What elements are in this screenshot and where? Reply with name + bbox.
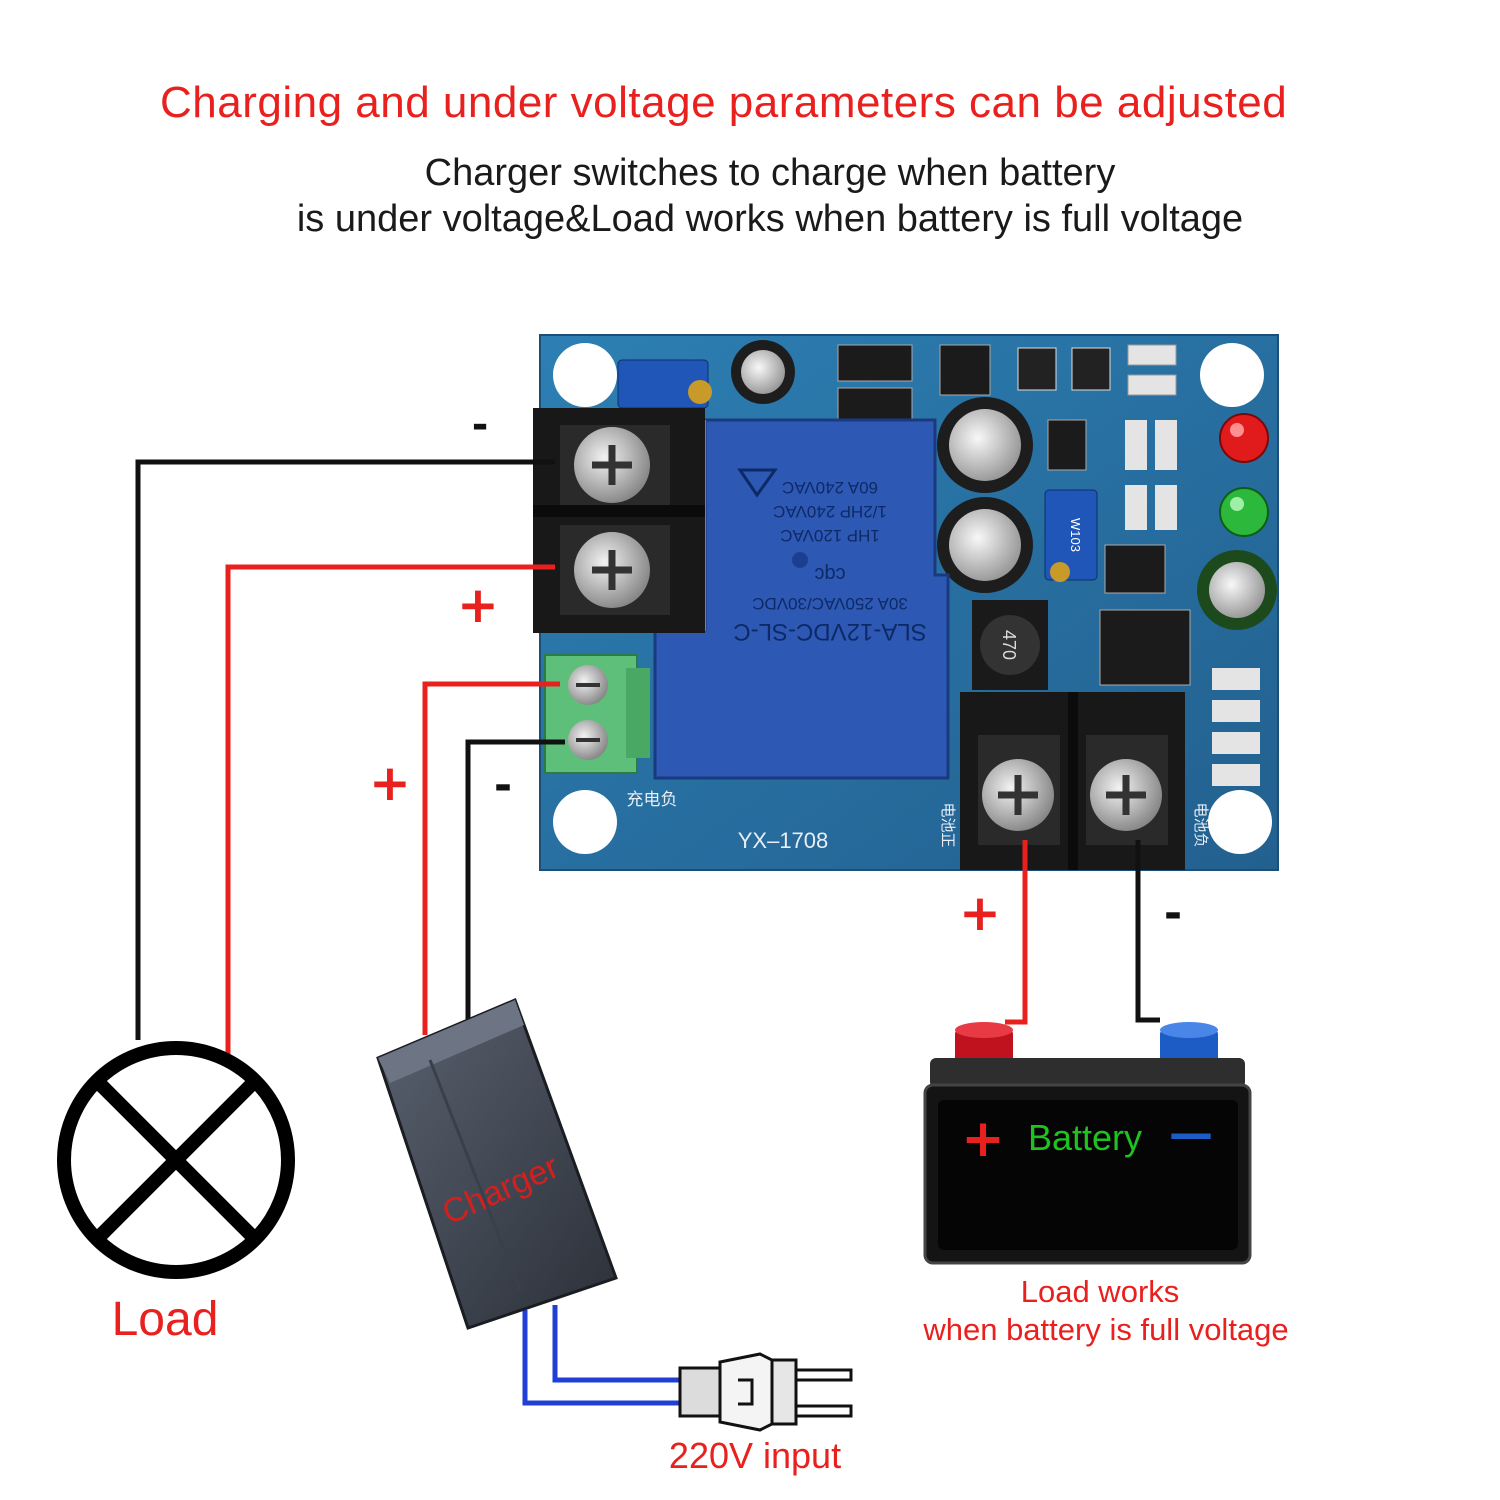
load-plus-sign: + [457, 576, 499, 634]
mount-hole [553, 343, 617, 407]
relay-rating-4: 60A 240VAC [782, 478, 878, 497]
wire-battery-positive [1005, 840, 1028, 1025]
plug-icon [678, 1352, 853, 1432]
smd-resistor [1212, 700, 1260, 722]
charger-terminal-block [544, 654, 650, 774]
pot-label: W103 [1068, 518, 1083, 552]
led-green-icon [1219, 487, 1269, 537]
battery-negative-label: 电池负 [1192, 802, 1209, 847]
diode-chip [837, 344, 913, 382]
wire-battery-negative [1135, 840, 1160, 1023]
relay-cert: cqc [814, 563, 845, 585]
smd-resistor [1125, 485, 1147, 530]
relay-rating-3: 1/2HP 240VAC [773, 502, 887, 521]
battery-minus-sign: — [1169, 1108, 1213, 1159]
wire-ac-1 [522, 1310, 690, 1406]
trim-potentiometer [1044, 489, 1098, 581]
relay-rating-2: 1HP 120VAC [780, 526, 880, 545]
load-minus-sign: - [472, 402, 489, 448]
charger-minus-sign: - [494, 760, 512, 811]
ic-chip [1104, 544, 1166, 594]
smd-resistor [1212, 668, 1260, 690]
smd-resistor [1212, 764, 1260, 786]
smd-resistor [1127, 344, 1177, 366]
wire-ac-2 [552, 1305, 690, 1383]
wire-load-negative [135, 459, 555, 1040]
inductor-label: 470 [999, 630, 1019, 660]
plug-label: 220V input [669, 1435, 841, 1476]
relay-logo-icon [737, 468, 778, 498]
potentiometer-knob [688, 380, 712, 404]
smd-resistor [1127, 374, 1177, 396]
wire-charger-negative [465, 739, 565, 1020]
mount-hole [1208, 790, 1272, 854]
battery-plus-sign: + [959, 884, 1001, 942]
wire-load-positive [225, 564, 555, 1055]
polarity-signs: - + + - + - [369, 402, 1182, 942]
charger-adapter: Charger [376, 998, 618, 1330]
battery-plus-sign: + [961, 1109, 1005, 1169]
smd-resistor [1155, 485, 1177, 530]
relay-model: SLA-12VDC-SL-C [733, 618, 926, 645]
relay-rating-1: 30A 250VAC/30VDC [752, 594, 908, 613]
charge-terminal-label: 充电负 [627, 790, 678, 809]
subtitle-line-1: Charger switches to charge when battery [424, 152, 1116, 194]
board-model: YX–1708 [738, 828, 829, 853]
transistor [1047, 419, 1087, 471]
smd-resistor [1125, 420, 1147, 470]
led-red-icon [1219, 413, 1269, 463]
battery-negative-post [1160, 1030, 1218, 1065]
relay: SLA-12VDC-SL-C 30A 250VAC/30VDC cqc 1HP … [653, 418, 950, 780]
load-label: Load [112, 1293, 219, 1346]
battery: + Battery — [923, 1022, 1252, 1265]
page-title: Charging and under voltage parameters ca… [160, 78, 1288, 127]
page-subtitle: Charger switches to charge when battery … [0, 150, 1500, 242]
battery-label: Battery [1028, 1117, 1142, 1158]
battery-positive-post [955, 1030, 1013, 1065]
battery-minus-sign: - [1164, 888, 1182, 939]
transistor [1017, 347, 1057, 391]
load-terminal-block [533, 408, 705, 633]
battery-caption-line-2: when battery is full voltage [922, 1312, 1288, 1347]
load-lamp-icon [57, 1041, 295, 1279]
battery-caption-line-1: Load works [1021, 1274, 1180, 1309]
battery-positive-label: 电池正 [939, 802, 956, 847]
battery-terminal-block [960, 692, 1185, 870]
transistor [1071, 347, 1111, 391]
smd-resistor [1155, 420, 1177, 470]
ic-chip [939, 344, 991, 396]
mount-hole [553, 790, 617, 854]
wire-charger-positive [422, 681, 560, 1035]
mount-hole [1200, 343, 1264, 407]
mosfet [1099, 609, 1191, 686]
wires [135, 459, 1160, 1406]
subtitle-line-2: is under voltage&Load works when battery… [296, 198, 1244, 240]
smd-resistor [1212, 732, 1260, 754]
charger-plus-sign: + [369, 754, 411, 812]
